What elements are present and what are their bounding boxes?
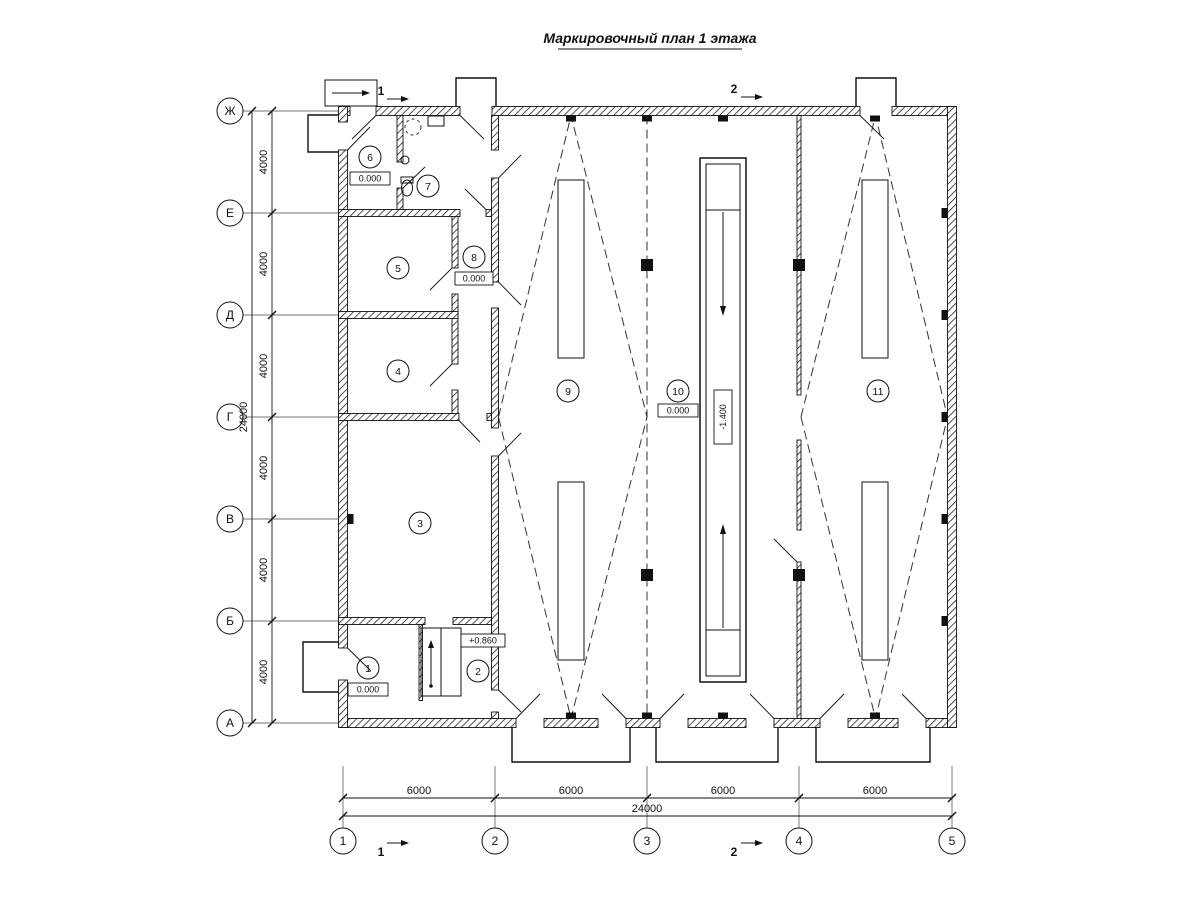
title-text: Маркировочный план 1 этажа <box>543 30 756 46</box>
exterior-stair <box>324 79 378 107</box>
room-number-7: 7 <box>425 181 431 193</box>
drawing-title: Маркировочный план 1 этажа <box>543 30 757 50</box>
dim-left-5: 4000 <box>258 558 270 582</box>
room-number-6: 6 <box>367 152 373 164</box>
elevation-room8: 0.000 <box>463 274 486 284</box>
axis-row-d: Д <box>226 308 234 322</box>
room-number-11: 11 <box>873 386 884 398</box>
dim-left-6: 4000 <box>258 660 270 684</box>
room-number-10: 10 <box>672 386 684 398</box>
door-leaves <box>347 115 927 719</box>
section-1-bottom-label: 1 <box>378 845 385 859</box>
column-axis-bubbles: 1 2 3 4 5 <box>329 827 966 855</box>
walls <box>338 106 957 728</box>
axis-extension-lines <box>243 110 953 828</box>
elevation-room2: +0.860 <box>469 636 497 646</box>
dim-left-1: 4000 <box>258 150 270 174</box>
dim-left-4: 4000 <box>258 456 270 480</box>
dim-left-total: 24000 <box>238 402 250 433</box>
room-number-9: 9 <box>565 386 571 398</box>
hatched-strips <box>557 179 889 661</box>
dim-bottom-1: 6000 <box>407 785 431 797</box>
room-number-5: 5 <box>395 263 401 275</box>
dim-bottom-3: 6000 <box>711 785 735 797</box>
pit-elevation: -1.400 <box>718 404 728 430</box>
room-number-1: 1 <box>365 663 371 675</box>
axis-col-4: 4 <box>796 834 803 848</box>
axis-row-e: Е <box>226 206 234 220</box>
axis-col-5: 5 <box>949 834 956 848</box>
porches <box>302 77 931 763</box>
dim-bottom-2: 6000 <box>559 785 583 797</box>
section-marks: 1 2 1 2 <box>378 82 763 859</box>
elevation-room1: 0.000 <box>357 685 380 695</box>
section-2-bottom-label: 2 <box>731 845 738 859</box>
dim-left-3: 4000 <box>258 354 270 378</box>
room-number-8: 8 <box>471 252 477 264</box>
section-2-top-label: 2 <box>731 82 738 96</box>
interior-stair <box>420 627 462 697</box>
row-axis-bubbles: Ж Е Д Г В Б А <box>216 97 244 737</box>
dim-bottom-total: 24000 <box>632 803 663 815</box>
dim-left-2: 4000 <box>258 252 270 276</box>
dim-bottom-4: 6000 <box>863 785 887 797</box>
room-number-4: 4 <box>395 366 401 378</box>
left-dimension-chain: 4000 4000 4000 4000 4000 4000 24000 <box>238 106 277 728</box>
room-number-2: 2 <box>475 666 481 678</box>
elevation-room6: 0.000 <box>359 174 382 184</box>
axis-row-b: Б <box>226 614 234 628</box>
axis-col-3: 3 <box>644 834 651 848</box>
central-pit: -1.400 <box>699 157 747 683</box>
bottom-dimension-chain: 6000 6000 6000 6000 24000 <box>338 785 957 821</box>
axis-row-zh: Ж <box>224 104 235 118</box>
sanitary-fixtures <box>400 115 445 197</box>
room-numbers: 1 2 3 4 5 6 7 8 9 10 11 <box>356 145 890 683</box>
room-number-3: 3 <box>417 518 423 530</box>
pilasters <box>347 115 948 719</box>
elevation-marks: 0.000 0.000 0.000 +0.860 0.000 <box>347 171 699 697</box>
axis-col-1: 1 <box>340 834 347 848</box>
axis-col-2: 2 <box>492 834 499 848</box>
elevation-room10: 0.000 <box>667 406 690 416</box>
axis-row-v: В <box>226 512 234 526</box>
axis-row-a: А <box>226 716 234 730</box>
axis-row-g: Г <box>227 410 234 424</box>
section-1-top-label: 1 <box>378 84 385 98</box>
